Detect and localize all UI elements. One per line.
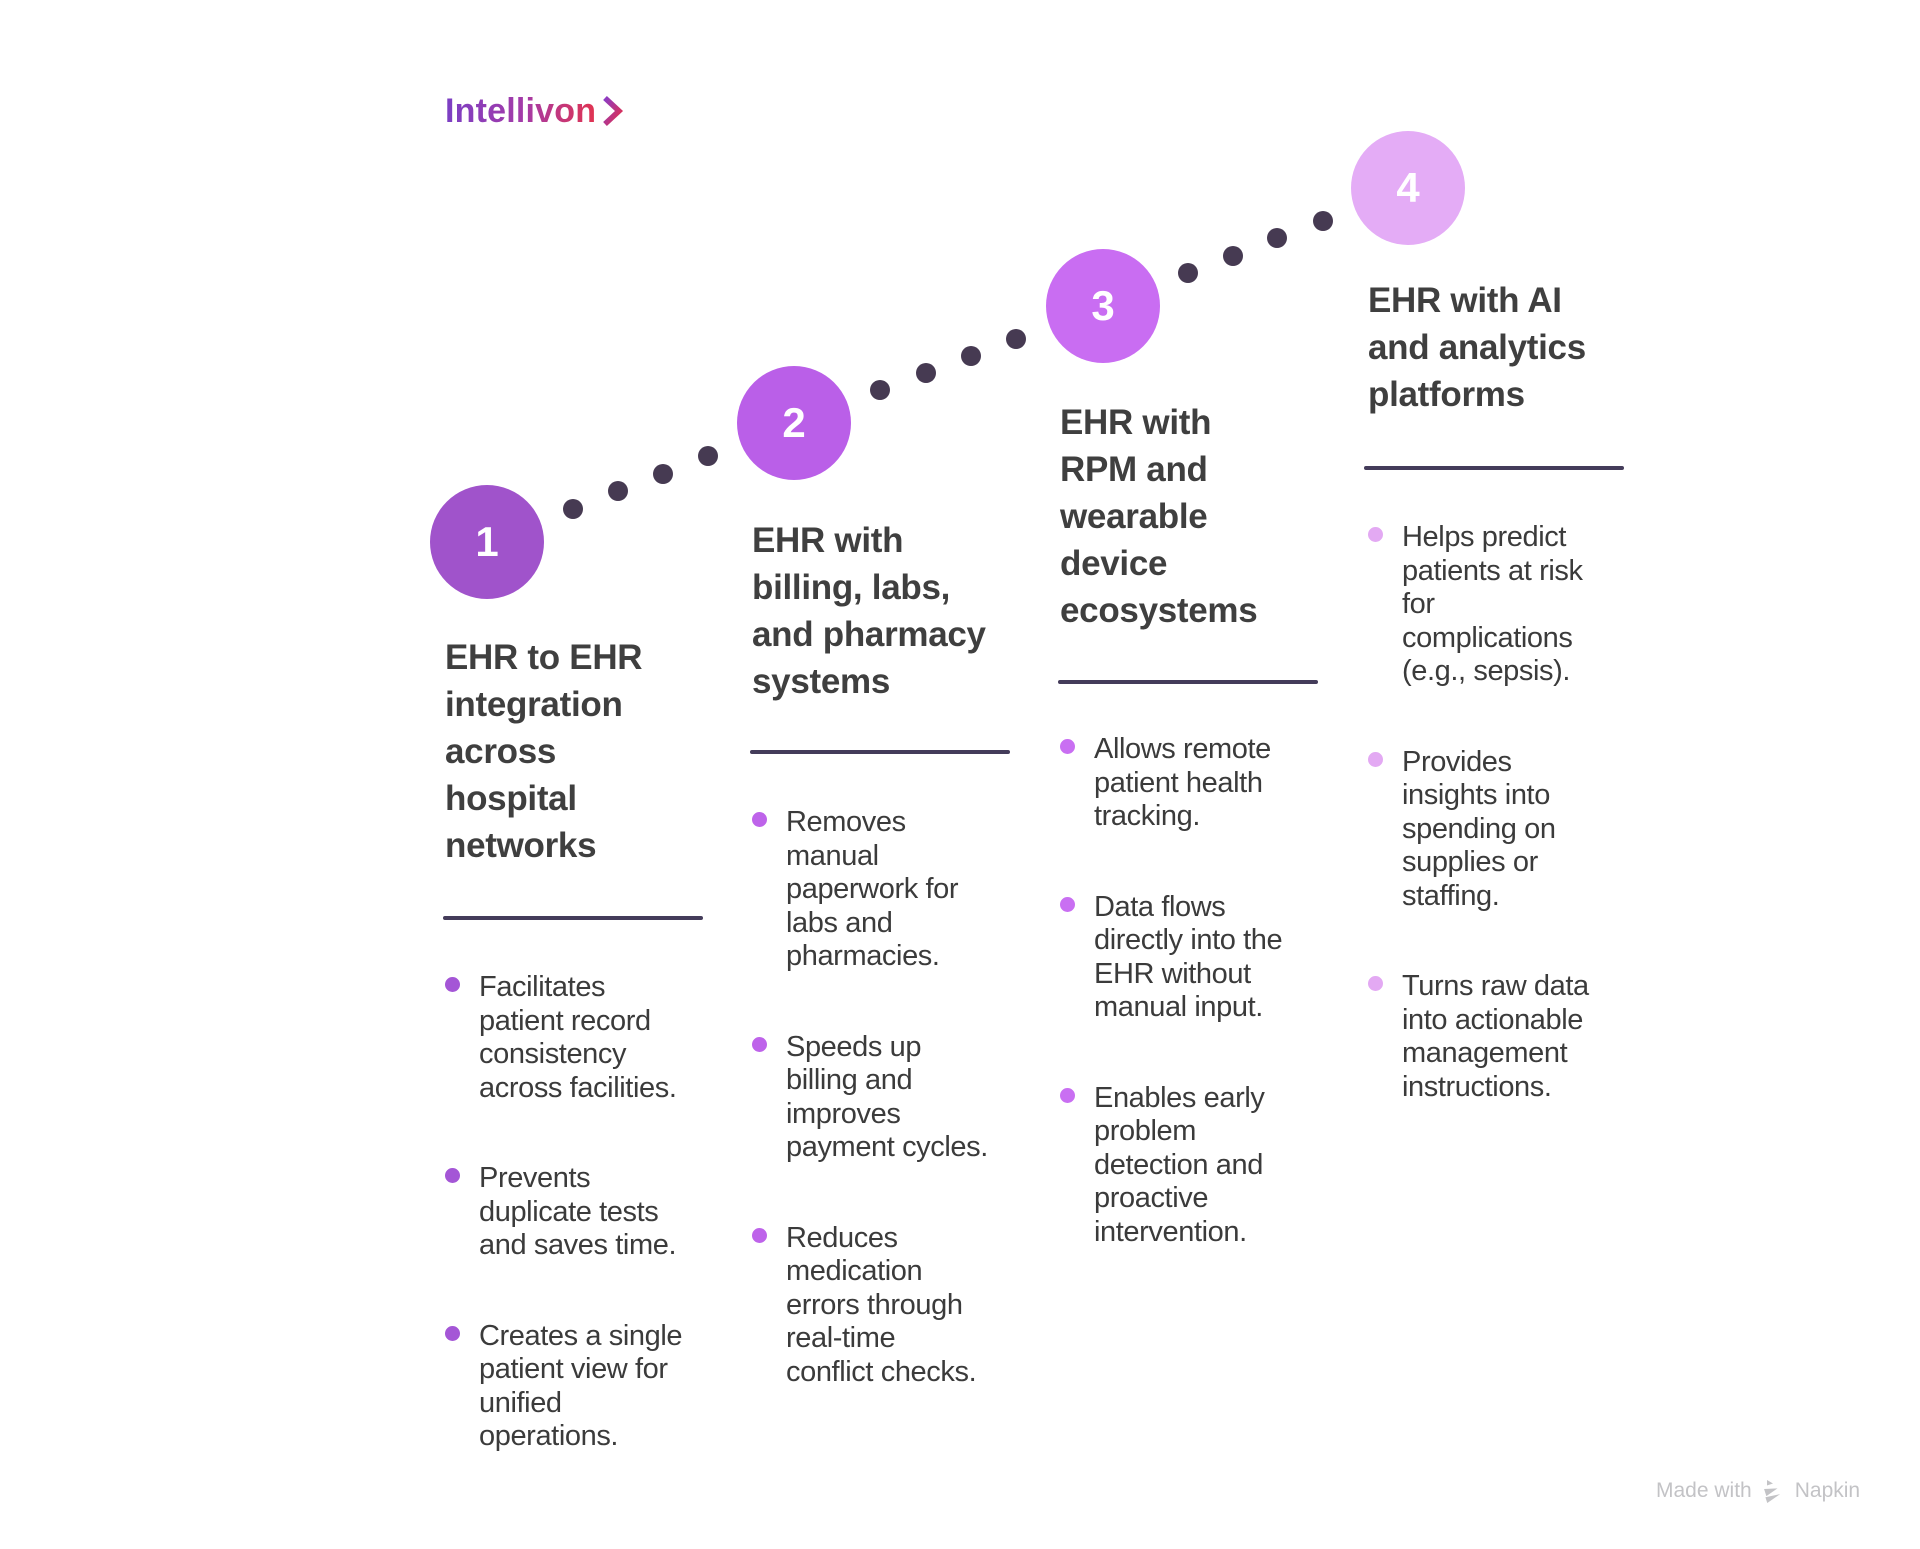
bullet-item: Speeds up billing and improves payment c… <box>752 1031 1052 1165</box>
bullet-item: Helps predict patients at risk for compl… <box>1368 521 1668 689</box>
bullet-item: Enables early problem detection and proa… <box>1060 1082 1360 1250</box>
bullet-item: Creates a single patient view for unifie… <box>445 1320 745 1454</box>
brand-logo-text: Intellivon <box>445 92 597 130</box>
bullet-dot <box>752 1227 767 1243</box>
bullet-item: Reduces medication errors through real-t… <box>752 1222 1052 1390</box>
step-1-divider <box>443 916 703 920</box>
bullet-dot <box>445 1325 460 1341</box>
bullet-text: Provides insights into spending on suppl… <box>1402 745 1556 912</box>
connector-dot <box>961 346 981 366</box>
connector-dot <box>563 499 583 519</box>
connector-dot <box>1267 228 1287 248</box>
step-3-divider <box>1058 680 1318 684</box>
connector-dot <box>1006 329 1026 349</box>
brand-chevron-icon <box>603 95 624 126</box>
step-3-title: EHR with RPM and wearable device ecosyst… <box>1060 403 1258 630</box>
step-1-title: EHR to EHR integration across hospital n… <box>445 638 643 865</box>
connector-dot <box>653 464 673 484</box>
step-3-bullets: Allows remote patient health tracking. D… <box>1060 733 1360 1306</box>
bullet-text: Allows remote patient health tracking. <box>1094 733 1271 832</box>
connector-dot <box>916 363 936 383</box>
watermark-prefix: Made with <box>1656 1478 1752 1502</box>
bullet-text: Data flows directly into the EHR without… <box>1094 890 1283 1024</box>
brand-logo: Intellivon <box>445 92 625 131</box>
bullet-item: Provides insights into spending on suppl… <box>1368 746 1668 914</box>
step-4-title: EHR with AI and analytics platforms <box>1368 281 1586 414</box>
bullet-text: Reduces medication errors through real-t… <box>786 1221 977 1388</box>
bullet-text: Removes manual paperwork for labs and ph… <box>786 806 959 972</box>
bullet-dot <box>1368 751 1383 767</box>
bullet-text: Creates a single patient view for unifie… <box>479 1319 683 1453</box>
step-2-number: 2 <box>782 399 806 446</box>
step-4-bullets: Helps predict patients at risk for compl… <box>1368 521 1668 1161</box>
step-1-bullets: Facilitates patient record consistency a… <box>445 971 745 1511</box>
bullet-item: Data flows directly into the EHR without… <box>1060 891 1360 1025</box>
connector-dot <box>1178 263 1198 283</box>
bullet-text: Speeds up billing and improves payment c… <box>786 1030 988 1164</box>
bullet-dot <box>752 812 767 827</box>
bullet-text: Facilitates patient record consistency a… <box>479 971 677 1104</box>
step-2-bullets: Removes manual paperwork for labs and ph… <box>752 806 1052 1446</box>
step-4-divider <box>1364 466 1624 470</box>
step-1-circle: 1 <box>430 485 544 599</box>
step-3-number: 3 <box>1091 282 1115 329</box>
bullet-item: Turns raw data into actionable managemen… <box>1368 970 1668 1104</box>
bullet-dot <box>445 1168 460 1183</box>
bullet-dot <box>445 977 460 992</box>
step-2-divider <box>750 750 1010 754</box>
bullet-item: Prevents duplicate tests and saves time. <box>445 1162 745 1263</box>
bullet-item: Allows remote patient health tracking. <box>1060 733 1360 834</box>
napkin-logo-icon <box>1763 1480 1780 1503</box>
bullet-text: Enables early problem detection and proa… <box>1094 1081 1265 1248</box>
bullet-item: Facilitates patient record consistency a… <box>445 971 745 1105</box>
connector-dot <box>608 481 628 501</box>
bullet-text: Prevents duplicate tests and saves time. <box>479 1162 677 1261</box>
step-2-title: EHR with billing, labs, and pharmacy sys… <box>752 521 986 701</box>
connector-dot <box>698 446 718 466</box>
step-4-circle: 4 <box>1351 131 1465 245</box>
step-1-number: 1 <box>475 518 499 565</box>
bullet-dot <box>1368 976 1383 991</box>
bullet-dot <box>1060 896 1075 912</box>
bullet-dot <box>1368 527 1383 542</box>
step-4-number: 4 <box>1396 164 1420 211</box>
made-with-napkin-watermark: Made with Napkin <box>1656 1478 1860 1503</box>
bullet-text: Helps predict patients at risk for compl… <box>1402 521 1583 687</box>
bullet-dot <box>752 1036 767 1052</box>
bullet-dot <box>1060 739 1075 754</box>
connector-dot <box>1223 246 1243 266</box>
step-2-circle: 2 <box>737 366 851 480</box>
bullet-item: Removes manual paperwork for labs and ph… <box>752 806 1052 974</box>
step-3-circle: 3 <box>1046 249 1160 363</box>
bullet-dot <box>1060 1087 1075 1103</box>
bullet-text: Turns raw data into actionable managemen… <box>1402 970 1589 1103</box>
watermark-brand: Napkin <box>1794 1478 1861 1502</box>
connector-dot <box>870 380 890 400</box>
connector-dot <box>1313 211 1333 231</box>
